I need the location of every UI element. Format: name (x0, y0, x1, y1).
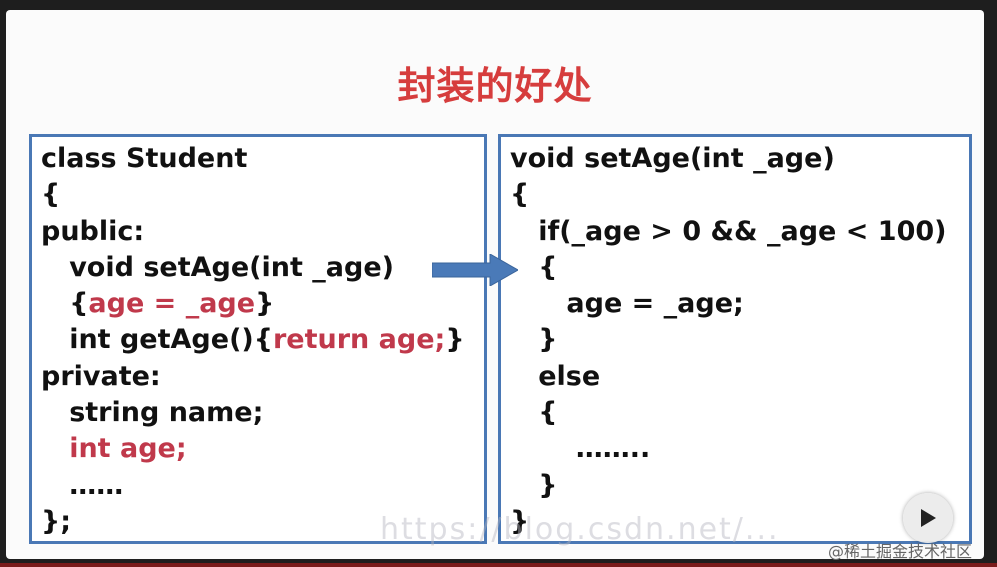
slide-title: 封装的好处 (397, 64, 593, 108)
code-line: else (510, 359, 946, 395)
highlighted-code: age = _age (88, 288, 256, 320)
setage-code-box: void setAge(int _age) { if(_age > 0 && _a… (498, 134, 972, 544)
code-line: string name; (41, 395, 465, 431)
right-arrow-icon (432, 254, 518, 286)
code-text: { (510, 397, 558, 429)
code-line: class Student (41, 141, 465, 177)
code-line: …….. (510, 431, 946, 467)
play-button[interactable] (903, 493, 953, 543)
code-text: } (510, 505, 530, 537)
code-text: void setAge(int _age) (41, 251, 394, 283)
code-line: int getAge(){return age;} (41, 322, 465, 358)
code-text: } (510, 324, 558, 356)
code-text: string name; (41, 397, 264, 429)
code-line: { (41, 177, 465, 213)
code-text: { (510, 179, 530, 211)
setage-code: void setAge(int _age) { if(_age > 0 && _a… (510, 141, 946, 540)
code-line: { (510, 395, 946, 431)
code-line: public: (41, 214, 465, 250)
code-line: {age = _age} (41, 286, 465, 322)
highlighted-code: int age; (69, 433, 187, 465)
progress-bar[interactable] (0, 563, 997, 567)
code-text: } (445, 324, 465, 356)
highlighted-code: return age; (272, 324, 446, 356)
code-text: }; (41, 505, 72, 537)
code-text: class Student (41, 143, 248, 174)
code-line: …… (41, 468, 465, 504)
code-text: } (255, 288, 275, 320)
code-text: { (41, 288, 89, 320)
code-text: age = _age; (510, 288, 744, 320)
code-text: private: (41, 360, 161, 392)
play-icon (921, 509, 936, 527)
code-line: }; (41, 504, 465, 540)
code-text: } (510, 469, 558, 501)
code-text: { (41, 179, 61, 211)
code-text: …… (41, 469, 124, 501)
code-line: { (510, 177, 946, 213)
code-text: else (510, 360, 601, 392)
watermark: https://blog.csdn.net/... (380, 512, 780, 547)
code-text: int getAge(){ (41, 324, 273, 356)
student-class-code-box: class Student { public: void setAge(int _a… (29, 134, 487, 544)
brand-watermark: @稀土掘金技术社区 (828, 542, 973, 561)
code-line: { (510, 250, 946, 286)
student-class-code: class Student { public: void setAge(int _a… (41, 141, 465, 540)
code-text: public: (41, 215, 145, 247)
code-text: …….. (510, 433, 651, 465)
code-text: if(_age > 0 && _age < 100) (510, 215, 947, 247)
code-line: private: (41, 359, 465, 395)
code-line: } (510, 504, 946, 540)
code-line: void setAge(int _age) (510, 141, 946, 177)
code-text (41, 433, 69, 464)
code-text: void setAge(int _age) (510, 143, 835, 174)
code-line: age = _age; (510, 286, 946, 322)
code-line: } (510, 468, 946, 504)
code-line: int age; (41, 431, 465, 467)
code-line: } (510, 322, 946, 358)
code-line: void setAge(int _age) (41, 250, 465, 286)
slide: 封装的好处 class Student { public: void setAge(… (6, 10, 984, 559)
code-line: if(_age > 0 && _age < 100) (510, 214, 946, 250)
code-text: { (510, 251, 558, 283)
